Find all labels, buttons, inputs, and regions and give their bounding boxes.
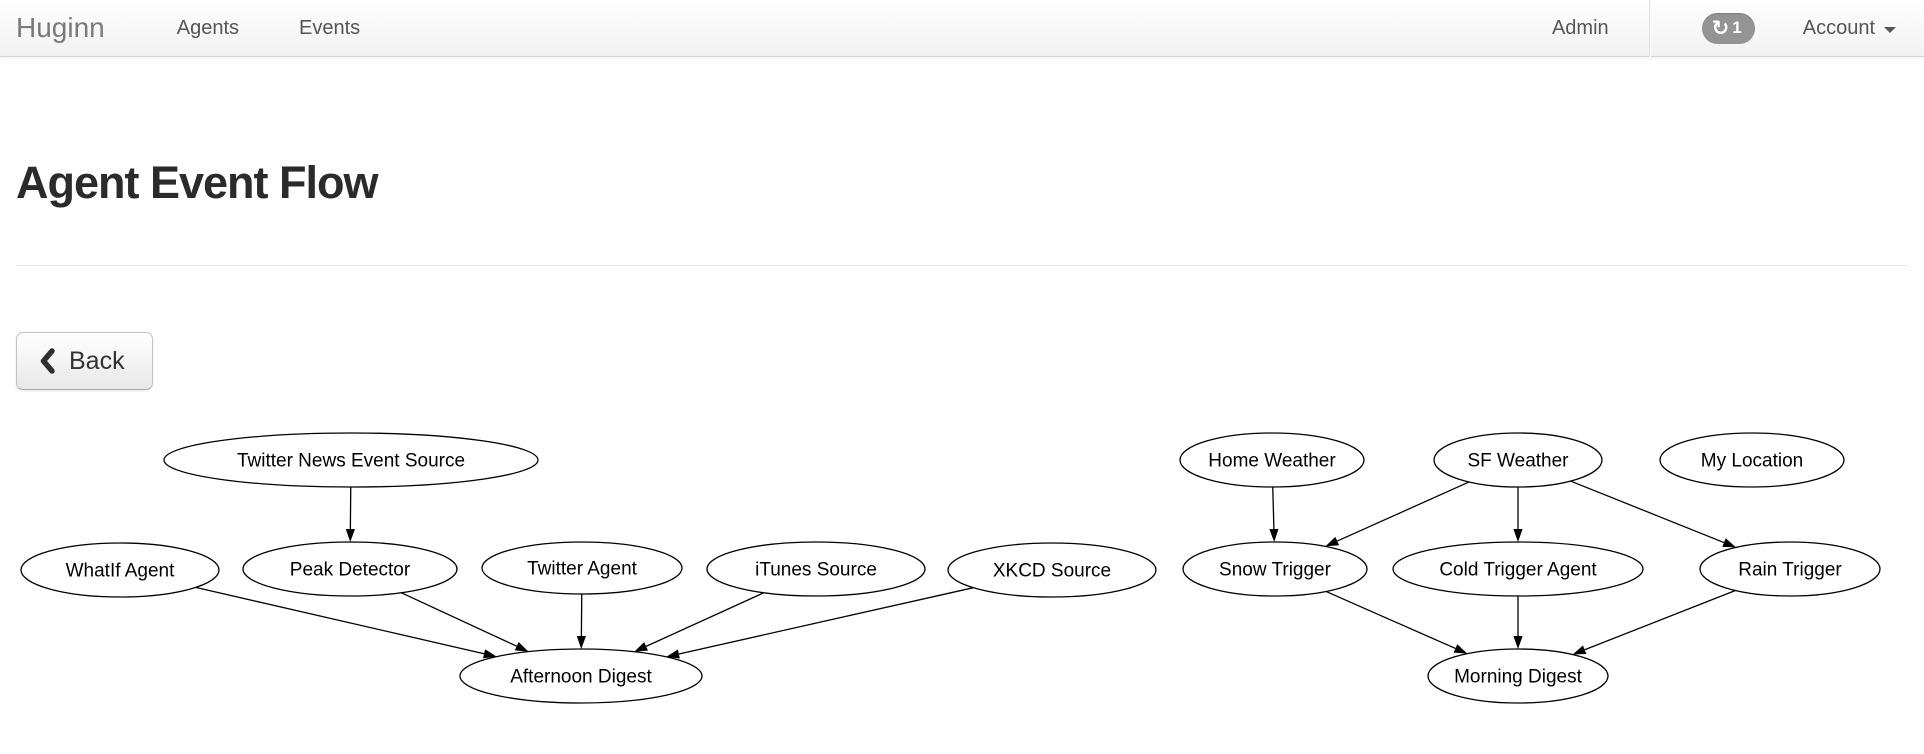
svg-text:Twitter News Event Source: Twitter News Event Source	[237, 451, 465, 472]
graph-node-cold-trigger-agent: Cold Trigger Agent	[1392, 541, 1644, 597]
svg-text:XKCD Source: XKCD Source	[993, 561, 1111, 582]
graph-node-snow-trigger: Snow Trigger	[1182, 541, 1368, 597]
graph-edge-snow-trigger-to-morning-digest	[1325, 590, 1468, 654]
svg-text:Snow Trigger: Snow Trigger	[1219, 560, 1332, 581]
nav-item-events[interactable]: Events	[299, 16, 361, 39]
graph-edge-twitter-agent-to-afternoon-digest	[576, 593, 586, 650]
nav-item-admin[interactable]: Admin	[1551, 16, 1609, 39]
svg-text:Home Weather: Home Weather	[1208, 451, 1336, 472]
page-content: Agent Event Flow Back Twitter News Event…	[0, 57, 1924, 750]
graph-edge-sf-weather-to-rain-trigger	[1570, 480, 1737, 548]
svg-text:Peak Detector: Peak Detector	[290, 560, 411, 581]
svg-text:Rain Trigger: Rain Trigger	[1738, 560, 1842, 581]
graph-edge-twitter-news-event-source-to-peak-detector	[345, 486, 355, 543]
graph-edge-cold-trigger-agent-to-morning-digest	[1513, 596, 1523, 649]
nav-item-agents[interactable]: Agents	[176, 16, 239, 39]
graph-node-morning-digest: Morning Digest	[1427, 648, 1609, 704]
svg-text:WhatIf Agent: WhatIf Agent	[66, 561, 176, 582]
svg-text:Cold Trigger Agent: Cold Trigger Agent	[1439, 560, 1597, 581]
graph-node-sf-weather: SF Weather	[1433, 432, 1603, 488]
graph-node-my-location: My Location	[1659, 432, 1845, 488]
graph-edge-itunes-source-to-afternoon-digest	[634, 592, 765, 652]
top-navbar: Huginn Agents Events Admin ↻ 1 Account	[0, 0, 1924, 57]
back-button[interactable]: Back	[16, 332, 153, 390]
graph-node-afternoon-digest: Afternoon Digest	[459, 648, 703, 704]
chevron-down-icon	[1884, 26, 1896, 33]
brand-link[interactable]: Huginn	[16, 12, 105, 43]
navbar-right-section: Admin ↻ 1 Account	[1552, 0, 1896, 57]
svg-text:iTunes Source: iTunes Source	[755, 560, 877, 581]
page-title: Agent Event Flow	[16, 157, 379, 208]
graph-node-peak-detector: Peak Detector	[242, 541, 458, 597]
graph-node-itunes-source: iTunes Source	[706, 541, 926, 597]
graph-node-whatif-agent: WhatIf Agent	[20, 542, 220, 598]
graph-node-xkcd-source: XKCD Source	[947, 542, 1157, 598]
graph-edge-sf-weather-to-cold-trigger-agent	[1513, 487, 1523, 542]
account-label: Account	[1802, 16, 1875, 39]
chevron-left-icon	[40, 348, 55, 374]
graph-edge-home-weather-to-snow-trigger	[1269, 486, 1279, 543]
graph-node-rain-trigger: Rain Trigger	[1699, 541, 1881, 597]
graph-node-home-weather: Home Weather	[1179, 432, 1365, 488]
svg-text:SF Weather: SF Weather	[1467, 451, 1569, 472]
graph-edge-rain-trigger-to-morning-digest	[1572, 589, 1736, 655]
graph-edge-xkcd-source-to-afternoon-digest	[666, 587, 974, 659]
title-divider	[16, 265, 1908, 266]
svg-text:Afternoon Digest: Afternoon Digest	[510, 667, 652, 688]
svg-text:Twitter Agent: Twitter Agent	[527, 559, 638, 580]
graph-node-twitter-news-event-source: Twitter News Event Source	[163, 432, 539, 488]
graph-edge-peak-detector-to-afternoon-digest	[400, 592, 529, 652]
svg-text:My Location: My Location	[1701, 451, 1803, 472]
back-button-label: Back	[69, 346, 125, 375]
job-count: 1	[1732, 18, 1742, 37]
refresh-icon: ↻	[1711, 15, 1730, 40]
job-count-badge[interactable]: ↻ 1	[1701, 12, 1755, 44]
graph-edge-sf-weather-to-snow-trigger	[1325, 481, 1470, 547]
svg-text:Morning Digest: Morning Digest	[1454, 667, 1582, 688]
navbar-divider	[1648, 0, 1650, 57]
graph-node-twitter-agent: Twitter Agent	[481, 541, 683, 595]
graph-edge-whatif-agent-to-afternoon-digest	[195, 586, 497, 659]
account-dropdown[interactable]: Account	[1803, 17, 1896, 40]
